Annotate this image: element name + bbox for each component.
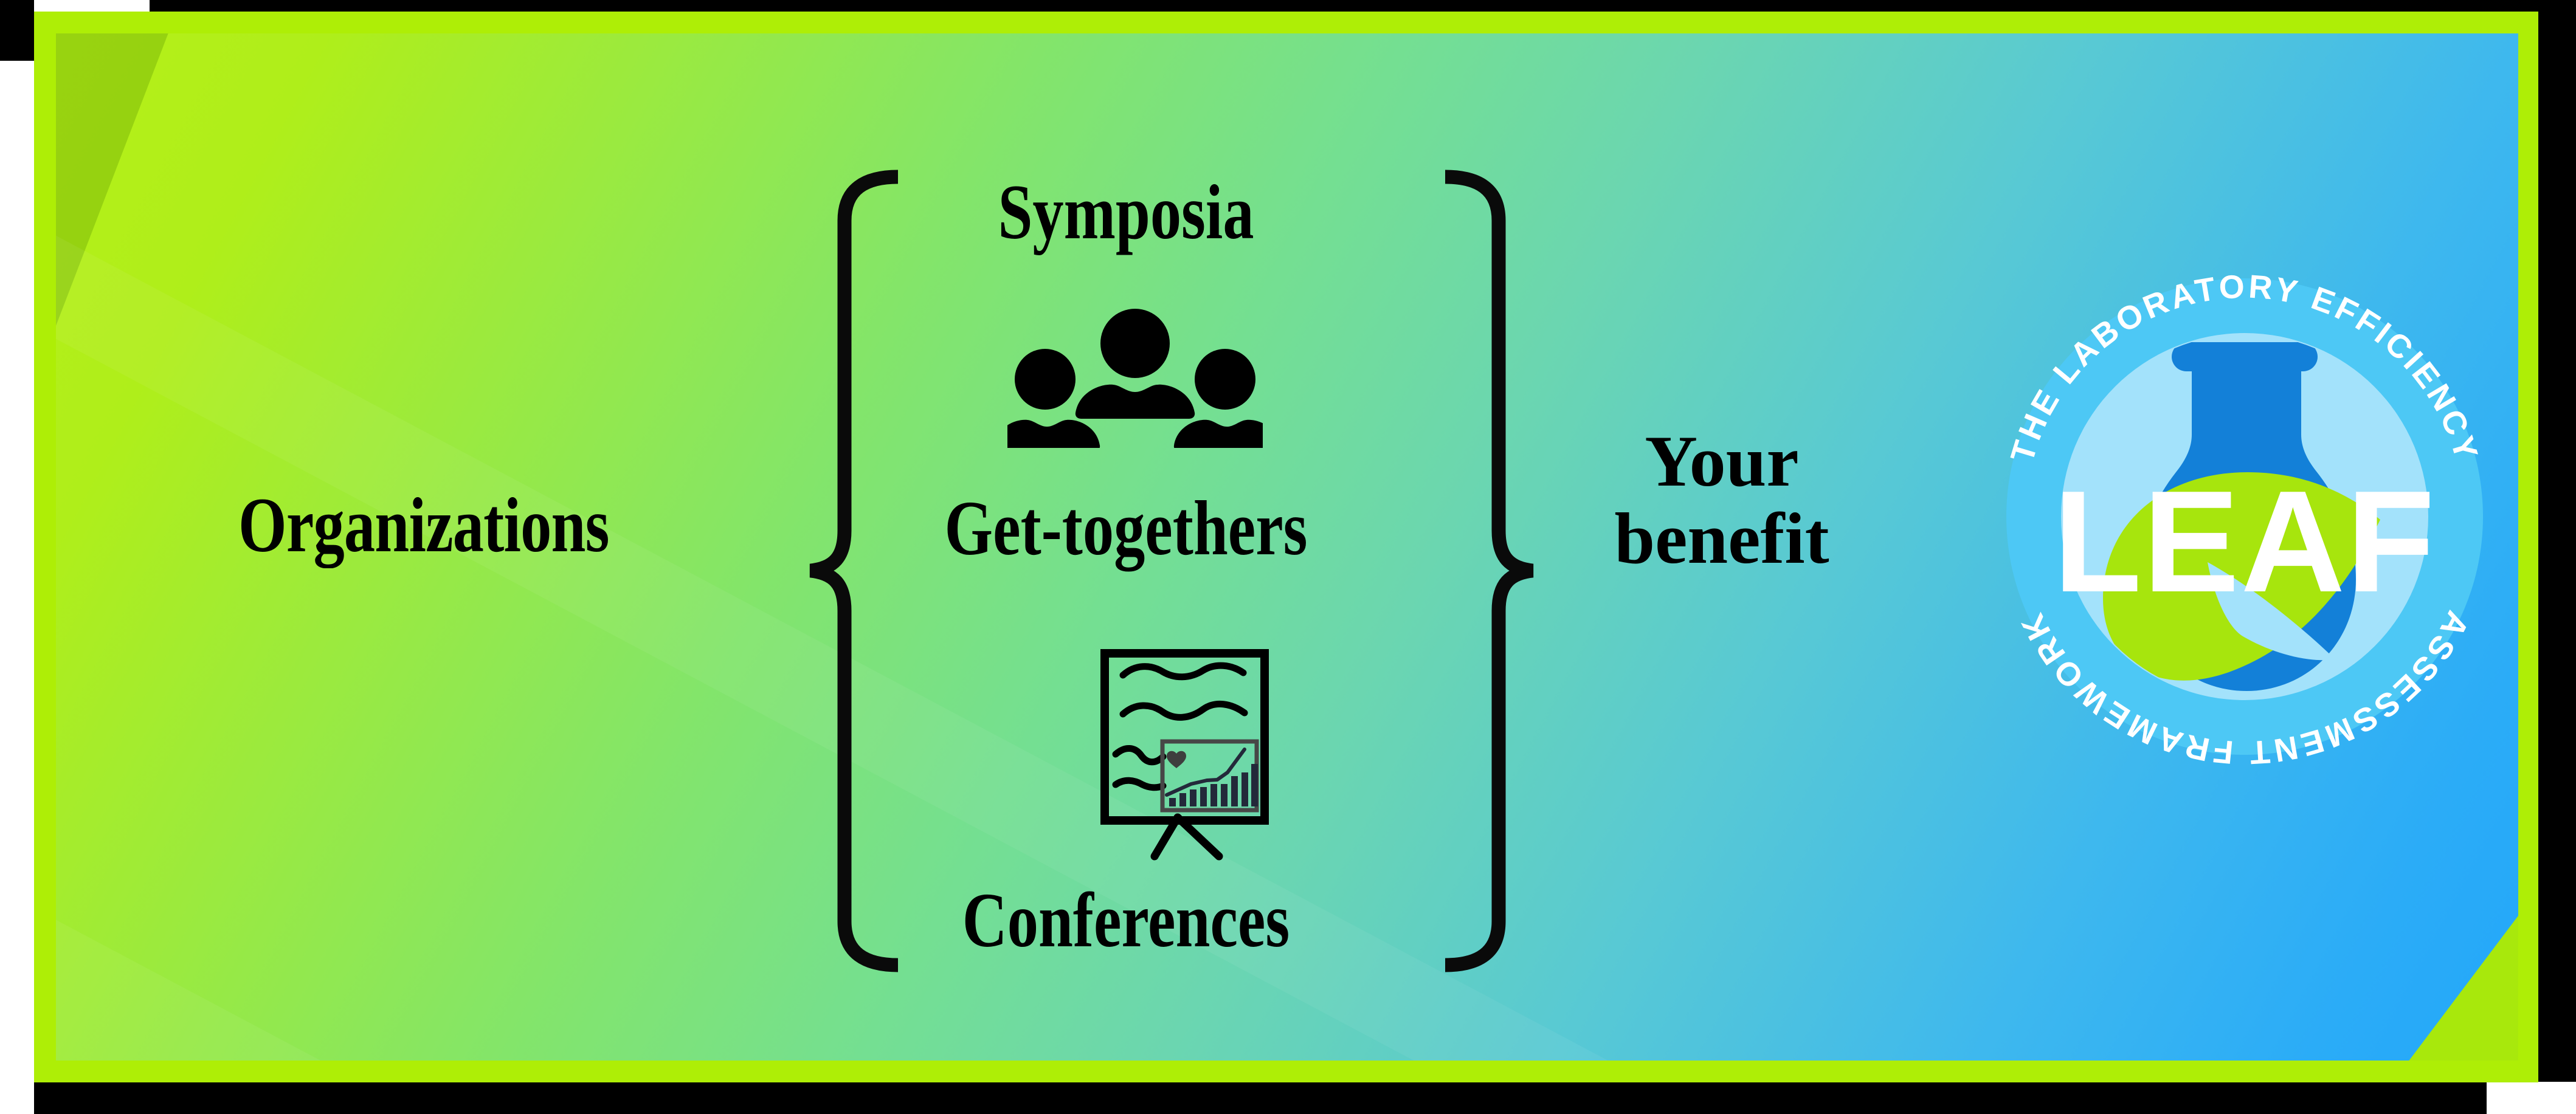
diagram-content: Organizations Symposia	[56, 33, 2518, 1061]
left-curly-brace-icon	[807, 168, 898, 974]
label-get-togethers: Get-togethers	[944, 485, 1308, 571]
presentation-board-chart-icon	[1062, 635, 1293, 878]
gradient-background: Organizations Symposia	[56, 33, 2518, 1061]
frame-notch-bottom-right	[2487, 1082, 2576, 1114]
content-card: Organizations Symposia	[34, 12, 2538, 1082]
label-conferences: Conferences	[962, 877, 1290, 963]
label-your-benefit-line2: benefit	[1614, 498, 1829, 579]
label-your-benefit-line1: Your	[1645, 421, 1799, 501]
label-organizations: Organizations	[238, 482, 610, 568]
people-group-icon	[1007, 308, 1263, 448]
right-curly-brace-icon	[1445, 168, 1536, 974]
leaf-wordmark: LEAF	[2053, 461, 2436, 622]
label-symposia: Symposia	[998, 169, 1254, 255]
label-your-benefit: Your benefit	[1594, 422, 1849, 577]
frame-notch-left	[0, 61, 34, 1114]
leaf-logo: LEAF THE LABORATORY EFFICIENCY ASSESSMEN…	[1962, 234, 2518, 799]
